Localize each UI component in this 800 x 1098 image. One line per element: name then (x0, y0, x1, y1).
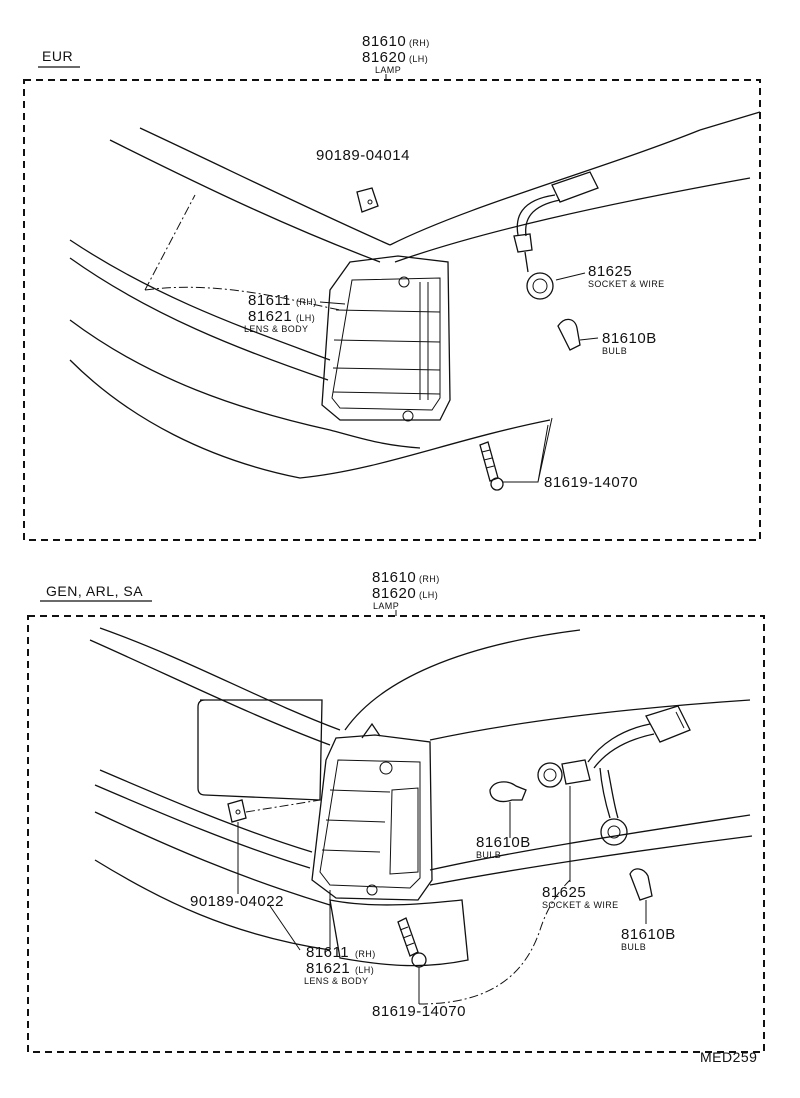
lamp-callout-eur: 81610 (RH) 81620 (LH) LAMP (362, 33, 430, 80)
lamp-lh-tag: (LH) (409, 54, 428, 64)
lamp-no-lh: 81620 (362, 49, 406, 66)
lamp-no-lh: 81620 (372, 585, 416, 602)
section-gen: GEN, ARL, SA 81610 (RH) 81620 (LH) LAMP (27, 569, 765, 1053)
side-lamp-gen (311, 722, 433, 901)
region-label-gen: GEN, ARL, SA (46, 583, 143, 599)
lamp-rh-tag: (RH) (419, 574, 440, 584)
lens-no-lh: 81621 (248, 308, 292, 325)
lens-rh-tag: (RH) (296, 297, 317, 307)
car-body-gen (89, 627, 753, 967)
bulb2-part-no-gen: 81610B (621, 926, 676, 943)
screw-eur (479, 441, 504, 491)
bulb2-desc-gen: BULB (621, 942, 646, 952)
lamp-lh-tag: (LH) (419, 590, 438, 600)
clip-gen (227, 799, 247, 823)
clip-part-no-gen: 90189-04022 (190, 893, 284, 910)
socket-part-no-gen: 81625 (542, 884, 586, 901)
lens-no-rh: 81611 (248, 292, 291, 309)
lamp-desc: LAMP (375, 65, 401, 75)
screw-gen (397, 917, 427, 968)
bulb-part-no-eur: 81610B (602, 330, 657, 347)
car-body-eur (69, 111, 761, 479)
socket-desc-gen: SOCKET & WIRE (542, 900, 619, 910)
lens-callout-eur: 81611 (RH) 81621 (LH) LENS & BODY (244, 292, 346, 334)
region-label-eur: EUR (42, 48, 73, 64)
lens-screw-hole-upper (398, 276, 410, 288)
diagram-code: MED259 (700, 1049, 757, 1065)
side-lamp-eur (321, 255, 451, 422)
bulb-gen-2 (629, 868, 653, 901)
lamp-no-rh: 81610 (372, 569, 416, 586)
socket-wire-eur (513, 171, 599, 300)
lamp-callout-gen: 81610 (RH) 81620 (LH) LAMP (372, 569, 440, 616)
clip-eur (356, 187, 379, 213)
lamp-no-rh: 81610 (362, 33, 406, 50)
lamp-rh-tag: (RH) (409, 38, 430, 48)
lens-no-lh: 81621 (306, 960, 350, 977)
socket-part-no-eur: 81625 (588, 263, 632, 280)
lens-desc: LENS & BODY (244, 324, 308, 334)
lens-screw-hole-lower (402, 410, 414, 422)
bulb-eur (557, 318, 581, 351)
lamp-desc: LAMP (373, 601, 399, 611)
lens-no-rh: 81611 (306, 944, 349, 961)
lens-lh-tag: (LH) (355, 965, 374, 975)
lens-rh-tag: (RH) (355, 949, 376, 959)
lens-lh-tag: (LH) (296, 313, 315, 323)
lens-callout-gen: 81611 (RH) 81621 (LH) LENS & BODY (304, 944, 376, 986)
socket-wire-gen (537, 705, 691, 846)
screw-part-no-eur: 81619-14070 (544, 474, 638, 491)
section-eur: EUR 81610 (RH) 81620 (LH) LAMP (23, 33, 761, 541)
bulb1-part-no-gen: 81610B (476, 834, 531, 851)
screw-part-no-gen: 81619-14070 (372, 1003, 466, 1020)
clip-part-no-eur: 90189-04014 (316, 147, 410, 164)
bulb-desc-eur: BULB (602, 346, 627, 356)
bulb-gen-1 (489, 781, 527, 803)
socket-desc-eur: SOCKET & WIRE (588, 279, 665, 289)
lens-desc: LENS & BODY (304, 976, 368, 986)
assembly-boundary-gen (27, 615, 765, 1053)
bulb1-desc-gen: BULB (476, 850, 501, 860)
